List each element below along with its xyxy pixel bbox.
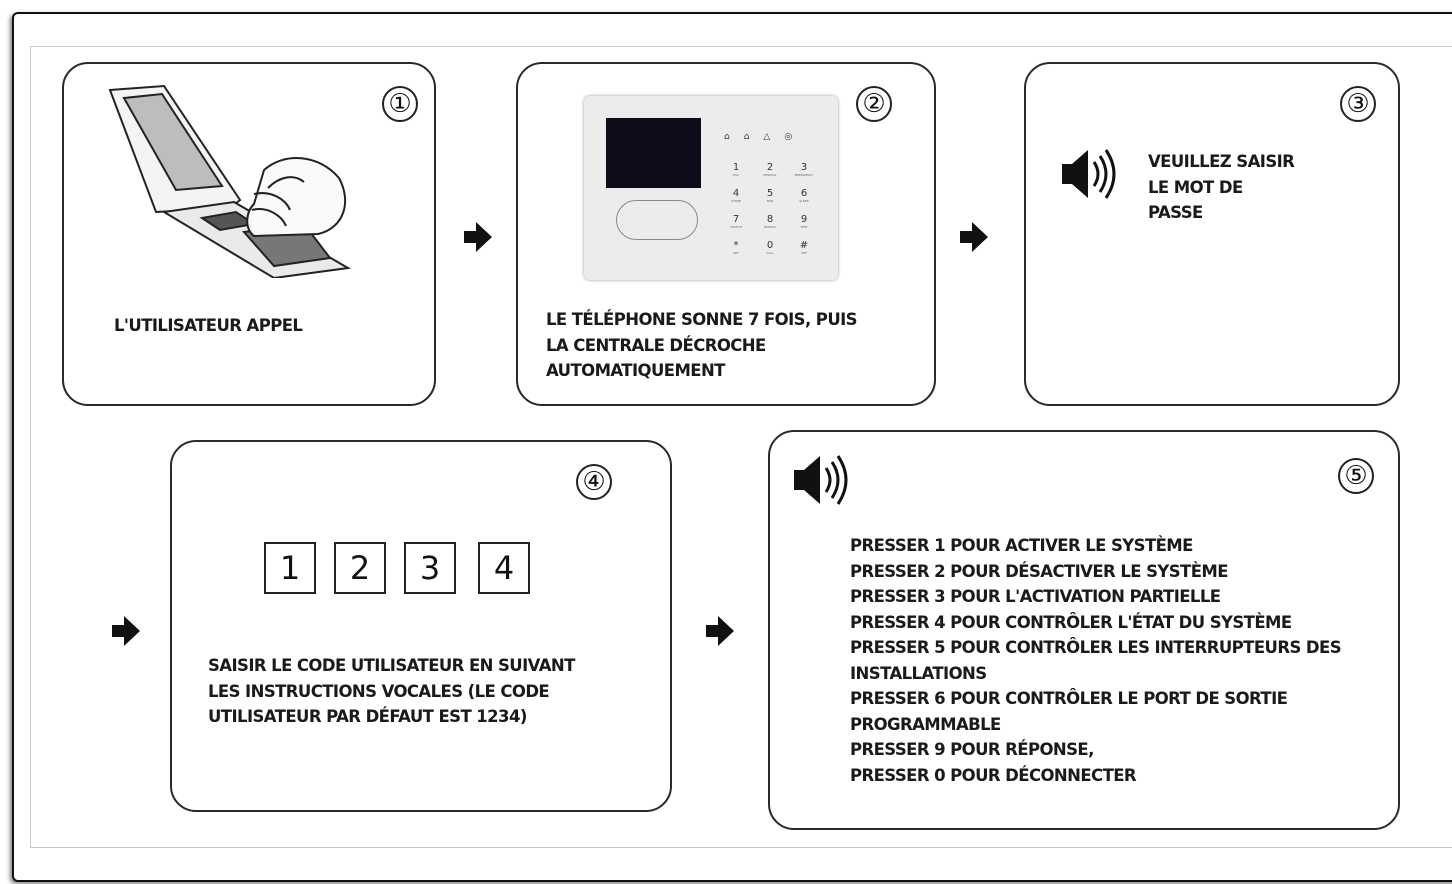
code-digit-key: 4 [478,542,530,594]
step-2-text: LE TÉLÉPHONE SONNE 7 FOIS, PUIS LA CENTR… [546,308,858,385]
arrow-right-icon [464,222,492,252]
step-2-line: AUTOMATIQUEMENT [546,361,725,381]
step-4-line: SAISIR LE CODE UTILISATEUR EN SUIVANT [208,656,575,676]
step-4-box: ④ 1 2 3 4 SAISIR LE CODE UTILISATEUR EN … [170,440,672,812]
step-2-line: LA CENTRALE DÉCROCHE [546,335,766,356]
step-5-line: PRESSER 6 POUR CONTRÔLER LE PORT DE SORT… [850,689,1288,709]
arrow-right-icon [706,616,734,646]
step-5-line: PRESSER 9 POUR RÉPONSE, [850,740,1094,760]
step-1-box: ① L'UTILISATEUR APPEL [62,62,436,406]
code-digit-key: 1 [264,542,316,594]
step-5-line: PRESSER 4 POUR CONTRÔLER L'ÉTAT DU SYSTÈ… [850,612,1292,633]
step-3-box: ③ VEUILLEZ SAISIR LE MOT DE PASSE [1024,62,1400,406]
step-4-number: ④ [576,464,612,500]
step-5-line: PRESSER 2 POUR DÉSACTIVER LE SYSTÈME [850,561,1228,582]
step-1-number: ① [382,86,418,122]
step-2-line: LE TÉLÉPHONE SONNE 7 FOIS, PUIS [546,310,858,330]
panel-key: #OFF [799,240,809,255]
step-5-line: INSTALLATIONS [850,663,987,684]
step-4-text: SAISIR LE CODE UTILISATEUR EN SUIVANT LE… [208,654,575,731]
speaker-icon [1062,149,1116,199]
panel-status-icons: ⌂⌂△◎ [724,132,807,142]
step-2-number: ② [856,86,892,122]
step-5-text: PRESSER 1 POUR ACTIVER LE SYSTÈME PRESSE… [850,534,1342,789]
speaker-icon [794,455,848,505]
step-5-line: PRESSER 1 POUR ACTIVER LE SYSTÈME [850,536,1193,556]
step-3-line: PASSE [1148,203,1203,223]
arrow-right-icon [960,222,988,252]
step-4-line: LES INSTRUCTIONS VOCALES (LE CODE [208,681,550,702]
step-5-line: PRESSER 5 POUR CONTRÔLER LES INTERRUPTEU… [850,638,1342,658]
step-5-line: PRESSER 0 POUR DÉCONNECTER [850,765,1137,786]
diagram-area [30,46,1452,848]
step-3-text: VEUILLEZ SAISIR LE MOT DE PASSE [1148,150,1295,227]
step-1-line: L'UTILISATEUR APPEL [114,316,303,336]
step-5-number: ⑤ [1338,458,1374,494]
step-5-line: PROGRAMMABLE [850,714,1001,735]
panel-lcd [606,118,701,188]
arrow-right-icon [112,616,140,646]
step-5-line: PRESSER 3 POUR L'ACTIVATION PARTIELLE [850,587,1221,607]
outer-frame [12,12,1452,882]
step-3-number: ③ [1340,86,1376,122]
flip-phone-icon [108,84,352,278]
code-digit-key: 3 [404,542,456,594]
step-1-text: L'UTILISATEUR APPEL [114,314,303,340]
panel-nav-pad [616,200,698,240]
step-3-line: LE MOT DE [1148,177,1243,198]
step-4-line: UTILISATEUR PAR DÉFAUT EST 1234) [208,707,527,727]
step-5-box: ⑤ PRESSER 1 POUR ACTIVER LE SYSTÈME PRES… [768,430,1400,830]
step-3-line: VEUILLEZ SAISIR [1148,152,1295,172]
panel-key: *SET [733,240,739,255]
code-digit-key: 2 [334,542,386,594]
